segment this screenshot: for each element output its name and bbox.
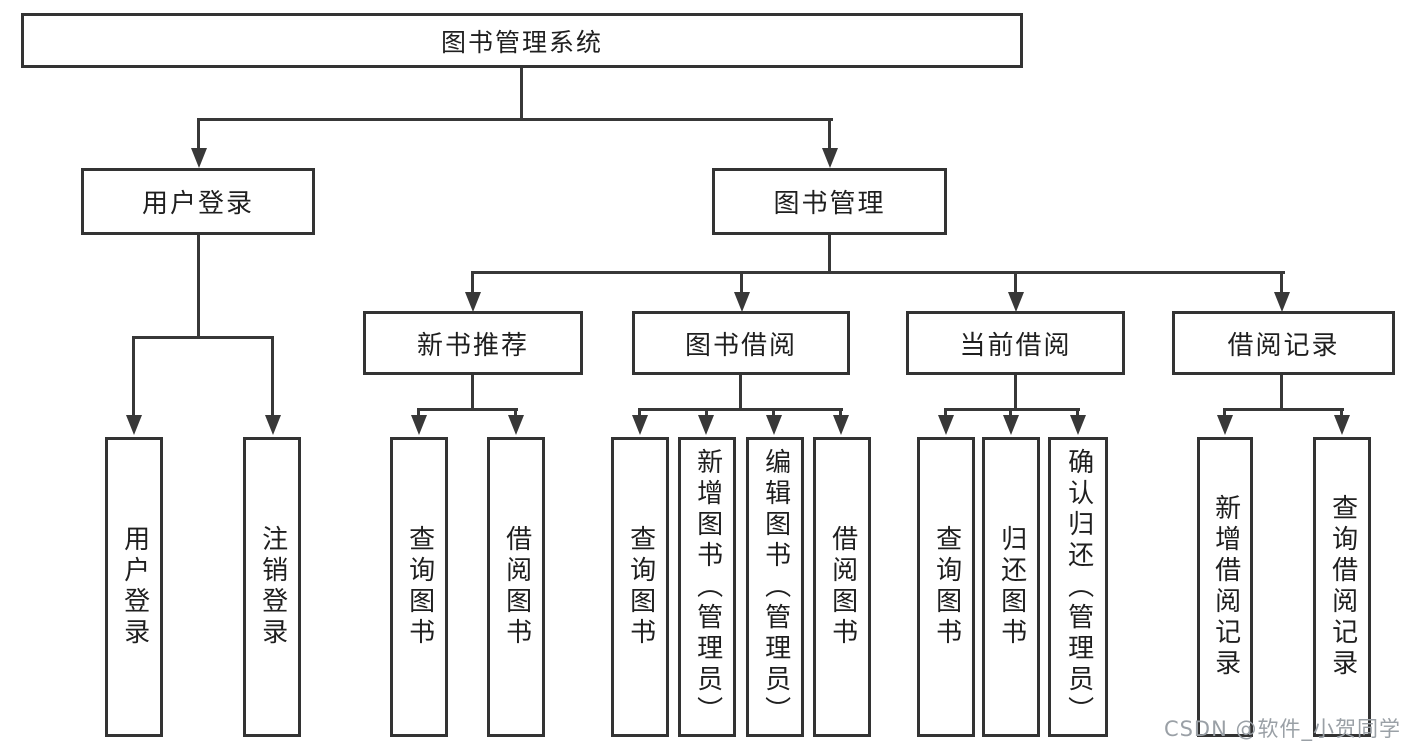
- arrowhead-down-icon: [766, 415, 782, 435]
- line: [520, 68, 523, 118]
- line: [1280, 375, 1283, 408]
- arrowhead-down-icon: [508, 415, 524, 435]
- leaf-label: 用户登录: [119, 525, 150, 649]
- node-label: 用户登录: [141, 189, 254, 219]
- arrowhead-down-icon: [1008, 292, 1024, 312]
- leaf-label: 编辑图书（管理员）: [760, 447, 791, 727]
- leaf-query-books-borrowing: 查询图书: [611, 437, 669, 737]
- node-root-system: 图书管理系统: [21, 13, 1023, 68]
- leaf-label: 注销登录: [257, 525, 288, 649]
- leaf-label: 新增图书（管理员）: [692, 447, 723, 727]
- line: [417, 408, 420, 417]
- arrowhead-down-icon: [265, 415, 281, 435]
- node-user-login: 用户登录: [81, 168, 315, 235]
- arrowhead-down-icon: [1003, 415, 1019, 435]
- leaf-query-borrow-record: 查询借阅记录: [1313, 437, 1371, 737]
- line: [828, 118, 831, 150]
- line: [1280, 271, 1283, 294]
- node-label: 当前借阅: [959, 330, 1072, 361]
- line: [638, 408, 843, 411]
- leaf-label: 查询图书: [404, 525, 435, 649]
- line: [638, 408, 641, 417]
- arrowhead-down-icon: [1334, 415, 1350, 435]
- line: [471, 271, 474, 294]
- node-book-management: 图书管理: [712, 168, 947, 235]
- line: [471, 271, 1285, 274]
- arrowhead-down-icon: [465, 292, 481, 312]
- arrowhead-down-icon: [833, 415, 849, 435]
- node-label: 图书借阅: [684, 330, 797, 361]
- leaf-borrow-books-recommend: 借阅图书: [487, 437, 545, 737]
- line: [197, 235, 200, 336]
- line: [828, 235, 831, 271]
- leaf-user-login: 用户登录: [105, 437, 163, 737]
- arrowhead-down-icon: [938, 415, 954, 435]
- line: [1340, 408, 1343, 417]
- leaf-edit-books-admin: 编辑图书（管理员）: [746, 437, 804, 737]
- leaf-label: 归还图书: [996, 525, 1027, 649]
- line: [1009, 408, 1012, 417]
- arrowhead-down-icon: [1217, 415, 1233, 435]
- line: [705, 408, 708, 417]
- line: [772, 408, 775, 417]
- arrowhead-down-icon: [1274, 292, 1290, 312]
- leaf-label: 新增借阅记录: [1210, 494, 1241, 680]
- arrowhead-down-icon: [191, 148, 207, 168]
- leaf-add-books-admin: 新增图书（管理员）: [678, 437, 736, 737]
- arrowhead-down-icon: [632, 415, 648, 435]
- line: [1014, 271, 1017, 294]
- node-current-borrowing: 当前借阅: [906, 311, 1125, 375]
- leaf-borrow-books-borrowing: 借阅图书: [813, 437, 871, 737]
- node-borrowing-records: 借阅记录: [1172, 311, 1395, 375]
- leaf-label: 查询图书: [625, 525, 656, 649]
- line: [1223, 408, 1226, 417]
- line: [739, 375, 742, 408]
- line: [271, 336, 274, 417]
- leaf-confirm-return-admin: 确认归还（管理员）: [1048, 437, 1108, 737]
- arrowhead-down-icon: [126, 415, 142, 435]
- leaf-label: 借阅图书: [827, 525, 858, 649]
- leaf-logout: 注销登录: [243, 437, 301, 737]
- node-label: 图书管理系统: [440, 27, 603, 57]
- leaf-label: 借阅图书: [501, 525, 532, 649]
- node-new-book-recommendation: 新书推荐: [363, 311, 583, 375]
- arrowhead-down-icon: [734, 292, 750, 312]
- leaf-label: 查询借阅记录: [1327, 494, 1358, 680]
- leaf-query-books-recommend: 查询图书: [390, 437, 448, 737]
- line: [740, 271, 743, 294]
- arrowhead-down-icon: [698, 415, 714, 435]
- line: [197, 118, 200, 150]
- node-label: 新书推荐: [416, 330, 529, 361]
- arrowhead-down-icon: [411, 415, 427, 435]
- node-label: 图书管理: [773, 189, 886, 219]
- line: [514, 408, 517, 417]
- line: [944, 408, 1080, 411]
- line: [197, 118, 833, 121]
- line: [944, 408, 947, 417]
- node-book-borrowing: 图书借阅: [632, 311, 850, 375]
- leaf-label: 确认归还（管理员）: [1063, 447, 1094, 727]
- leaf-return-books: 归还图书: [982, 437, 1040, 737]
- line: [1076, 408, 1079, 417]
- arrowhead-down-icon: [1070, 415, 1086, 435]
- leaf-query-books-current: 查询图书: [917, 437, 975, 737]
- line: [132, 336, 135, 417]
- line: [132, 336, 274, 339]
- line: [471, 375, 474, 408]
- line: [417, 408, 518, 411]
- line: [839, 408, 842, 417]
- leaf-add-borrow-record: 新增借阅记录: [1197, 437, 1253, 737]
- leaf-label: 查询图书: [931, 525, 962, 649]
- line: [1223, 408, 1344, 411]
- line: [1014, 375, 1017, 408]
- arrowhead-down-icon: [822, 148, 838, 168]
- node-label: 借阅记录: [1227, 330, 1340, 361]
- watermark: CSDN @软件_小贺同学: [1163, 717, 1401, 741]
